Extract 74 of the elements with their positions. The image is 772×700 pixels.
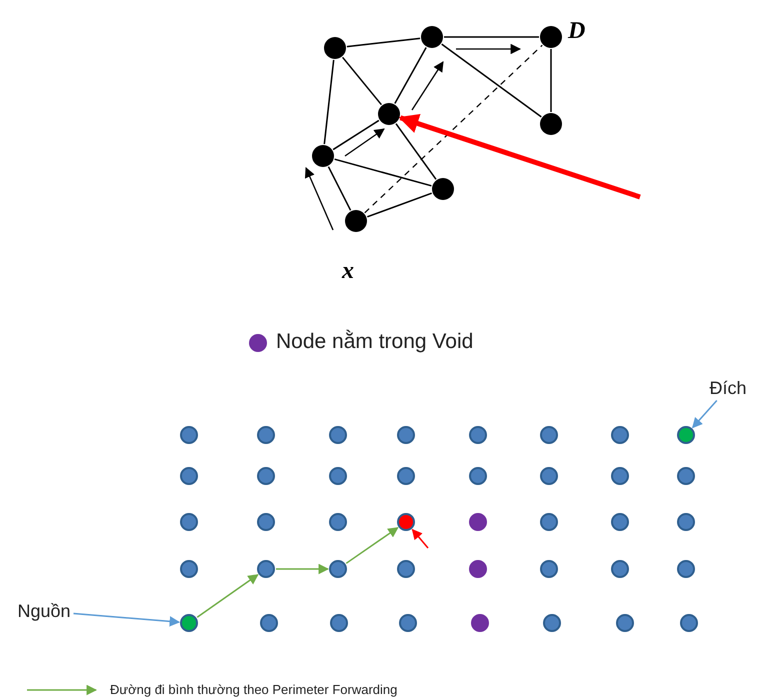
link-line xyxy=(364,44,543,214)
sensor-node-dot xyxy=(471,614,489,632)
sensor-node-dot xyxy=(329,426,347,444)
sensor-node-dot xyxy=(257,467,275,485)
sensor-node-dot xyxy=(260,614,278,632)
sensor-node-dot xyxy=(329,513,347,531)
sensor-node-dot xyxy=(611,426,629,444)
leader-arrow xyxy=(692,400,718,428)
sensor-node-dot xyxy=(469,513,487,531)
sensor-node-dot xyxy=(469,560,487,578)
sensor-node-dot xyxy=(677,513,695,531)
pointer-arrow xyxy=(398,114,641,200)
pointer-arrow xyxy=(412,528,429,548)
legend-text: Đường đi bình thường theo Perimeter Forwarding xyxy=(110,682,398,697)
sensor-node-dot xyxy=(543,614,561,632)
graph-node-dot xyxy=(540,26,562,48)
graph-node-dot xyxy=(378,103,400,125)
sensor-node-dot xyxy=(397,467,415,485)
link-line xyxy=(395,123,437,180)
node-label: Nguồn xyxy=(18,600,71,622)
link-line xyxy=(441,43,542,118)
graph-node-dot xyxy=(324,37,346,59)
sensor-node-dot xyxy=(330,614,348,632)
leader-arrow xyxy=(73,612,180,627)
graph-node-dot xyxy=(312,145,334,167)
sensor-node-dot xyxy=(611,467,629,485)
link-line xyxy=(394,47,427,104)
sensor-node-dot xyxy=(616,614,634,632)
sensor-node-dot xyxy=(611,513,629,531)
sensor-node-dot xyxy=(397,560,415,578)
sensor-node-dot xyxy=(540,426,558,444)
sensor-node-dot xyxy=(329,467,347,485)
sensor-node-dot xyxy=(680,614,698,632)
sensor-node-dot xyxy=(469,426,487,444)
node-caption: D xyxy=(568,18,586,45)
sensor-node-dot xyxy=(329,560,347,578)
sensor-node-dot xyxy=(180,560,198,578)
sensor-node-dot xyxy=(540,467,558,485)
graph-node-dot xyxy=(345,210,367,232)
path-arrow xyxy=(346,527,399,564)
link-line xyxy=(334,158,432,187)
legend-text: Node nằm trong Void xyxy=(276,330,474,354)
graph-node-dot xyxy=(432,178,454,200)
node-label: Đích xyxy=(710,378,747,398)
sensor-node-dot xyxy=(180,467,198,485)
sensor-node-dot xyxy=(180,513,198,531)
path-arrow xyxy=(276,564,330,574)
sensor-node-dot xyxy=(257,426,275,444)
sensor-node-dot xyxy=(397,513,415,531)
link-line xyxy=(444,36,539,38)
sensor-node-dot xyxy=(677,426,695,444)
sensor-node-dot xyxy=(180,426,198,444)
link-line xyxy=(342,56,382,106)
link-line xyxy=(367,192,432,218)
sensor-node-dot xyxy=(469,467,487,485)
sensor-node-dot xyxy=(677,560,695,578)
graph-node-dot xyxy=(421,26,443,48)
graph-node-dot xyxy=(540,113,562,135)
link-line xyxy=(324,60,334,144)
sensor-node-dot xyxy=(397,426,415,444)
sensor-node-dot xyxy=(611,560,629,578)
sensor-node-dot xyxy=(540,560,558,578)
link-line xyxy=(328,166,352,211)
sensor-node-dot xyxy=(540,513,558,531)
sensor-node-dot xyxy=(399,614,417,632)
path-arrow xyxy=(196,574,259,618)
sensor-node-dot xyxy=(677,467,695,485)
sensor-node-dot xyxy=(180,614,198,632)
node-caption: x xyxy=(342,258,354,285)
link-line xyxy=(346,38,420,48)
sensor-node-dot xyxy=(257,560,275,578)
link-line xyxy=(550,49,552,112)
sensor-node-dot xyxy=(257,513,275,531)
link-line xyxy=(332,120,380,150)
